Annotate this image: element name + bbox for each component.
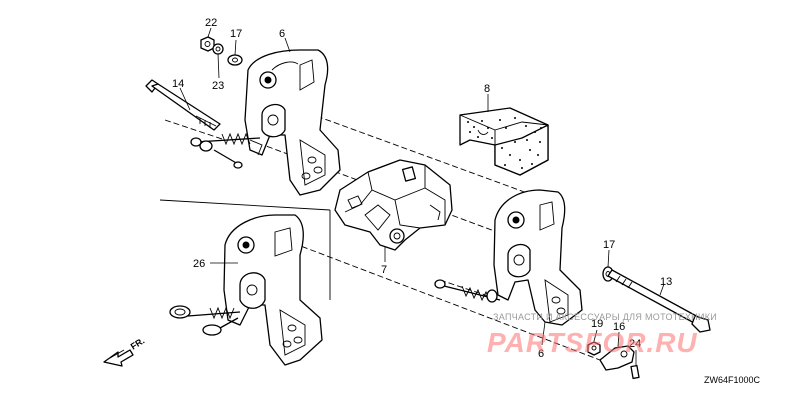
front-direction-arrow [103, 349, 134, 367]
callout-14: 14 [172, 78, 184, 90]
clamp-handle-lower [169, 305, 241, 336]
callout-24: 24 [629, 338, 641, 350]
callout-22: 22 [205, 17, 217, 29]
swivel-case-part-7 [334, 159, 453, 251]
stern-bracket-lower-right [493, 189, 583, 326]
callout-6-upper: 6 [279, 28, 285, 40]
callout-17-top: 17 [230, 28, 242, 40]
callout-17-right: 17 [603, 239, 615, 251]
leader-lines [179, 27, 665, 365]
pin-part-24 [630, 364, 640, 380]
callout-26: 26 [193, 258, 205, 270]
nut-part [200, 36, 215, 52]
rubber-mount-part-8 [459, 107, 549, 176]
lever-part-16 [599, 345, 635, 371]
bolt-part-14 [145, 79, 221, 131]
callout-16: 16 [613, 321, 625, 333]
watermark-caption: ЗАПЧАСТИ И АКСЕССУАРЫ ДЛЯ МОТОТЕХНИКИ [493, 312, 717, 322]
callout-8: 8 [484, 83, 490, 95]
watermark-brand: PARTSFOR.RU [487, 327, 698, 358]
drawing-code: ZW64F1000C [704, 375, 761, 385]
callout-19: 19 [591, 318, 603, 330]
stern-bracket-upper [244, 49, 341, 196]
direction-label: FR. [129, 336, 147, 352]
stern-bracket-lower-left [223, 214, 323, 366]
callout-23: 23 [212, 80, 224, 92]
washer-part-23 [212, 43, 224, 55]
callout-labels: 22 17 23 6 14 8 7 26 17 13 19 16 24 6 [172, 17, 672, 360]
callout-13: 13 [660, 276, 672, 288]
washer-part-17-top [227, 54, 243, 66]
callout-7: 7 [381, 264, 387, 276]
bolt-part-13 [607, 269, 711, 333]
nut-part-19 [587, 341, 601, 356]
watermark: ЗАПЧАСТИ И АКСЕССУАРЫ ДЛЯ МОТОТЕХНИКИ PA… [487, 312, 717, 358]
clamp-screw-upper [190, 132, 261, 169]
callout-6-lower: 6 [538, 348, 544, 360]
clamp-screw-right [434, 279, 501, 303]
